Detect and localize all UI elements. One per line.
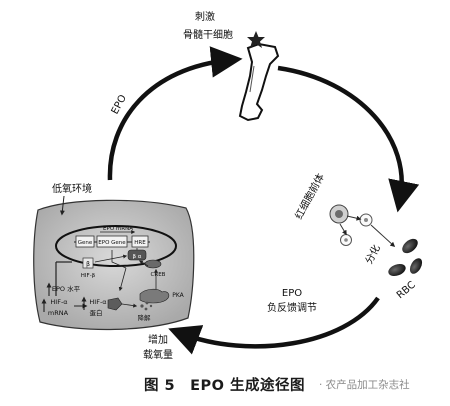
differentiation-label: 分化 — [362, 242, 383, 266]
epo-arrow-label: EPO — [110, 93, 129, 116]
pka-label: PKA — [172, 292, 184, 299]
cell-illustration: Gene EPO Gene HRE EPO mRNA β α β HIF-β C… — [33, 195, 195, 331]
hif-beta-box-label: β — [86, 261, 90, 268]
stimulation-burst-icon — [247, 31, 265, 48]
stimulation-to-precursor-arrow — [277, 65, 420, 213]
erythroid-precursor-label: 红细胞前体 — [292, 171, 327, 221]
hif-complex-label: β α — [133, 254, 142, 260]
bone-icon — [238, 42, 280, 122]
gene-label: Gene — [78, 240, 93, 246]
epo-arrow — [107, 46, 243, 181]
hif-alpha-mrna-label: HIF-α — [50, 298, 67, 306]
rbc-cells — [388, 238, 423, 277]
creb-shape — [144, 259, 162, 269]
bone-marrow-stem-cell-label: 骨髓干细胞 — [183, 28, 233, 41]
hif-beta-label: HIF-β — [81, 273, 96, 279]
watermark: · 农产品加工杂志社 — [319, 379, 410, 391]
figure-caption: 图 5 EPO 生成途径图 · 农产品加工杂志社 — [0, 372, 450, 398]
nucleus — [55, 225, 177, 267]
epo-level-label: EPO 水平 — [52, 284, 81, 293]
oxygen-capacity-label: 载氧量 — [143, 348, 173, 361]
proteasome-shape — [107, 297, 123, 311]
hre-label: HRE — [134, 240, 146, 246]
hif-alpha-protein-label: HIF-α — [89, 298, 106, 306]
increase-label: 增加 — [148, 333, 168, 346]
creb-label: CREB — [151, 272, 166, 278]
hypoxia-label: 低氧环境 — [52, 182, 92, 195]
epo-gene-label: EPO Gene — [98, 240, 126, 246]
rbc-label: RBC — [395, 280, 418, 302]
pka-shape — [139, 288, 170, 304]
hif-beta-box — [82, 257, 94, 269]
hif-alpha-mrna-sublabel: mRNA — [48, 309, 69, 317]
feedback-regulation-label: 负反馈调节 — [267, 301, 317, 314]
feedback-arrow — [168, 296, 380, 355]
degraded-fragments — [140, 301, 153, 311]
epo-gene-box — [96, 235, 128, 248]
figure-caption-title: 图 5 EPO 生成途径图 — [144, 378, 306, 394]
hre-box — [131, 235, 149, 248]
hif-alpha-protein-sublabel: 蛋白 — [90, 308, 103, 317]
feedback-epo-label: EPO — [282, 288, 302, 299]
gene-box — [75, 235, 95, 248]
erythroid-precursor-cells — [329, 204, 396, 248]
degradation-label: 降解 — [138, 313, 152, 322]
stimulate-label: 刺激 — [195, 10, 215, 23]
epo-mrna-label: EPO mRNA — [103, 226, 133, 232]
